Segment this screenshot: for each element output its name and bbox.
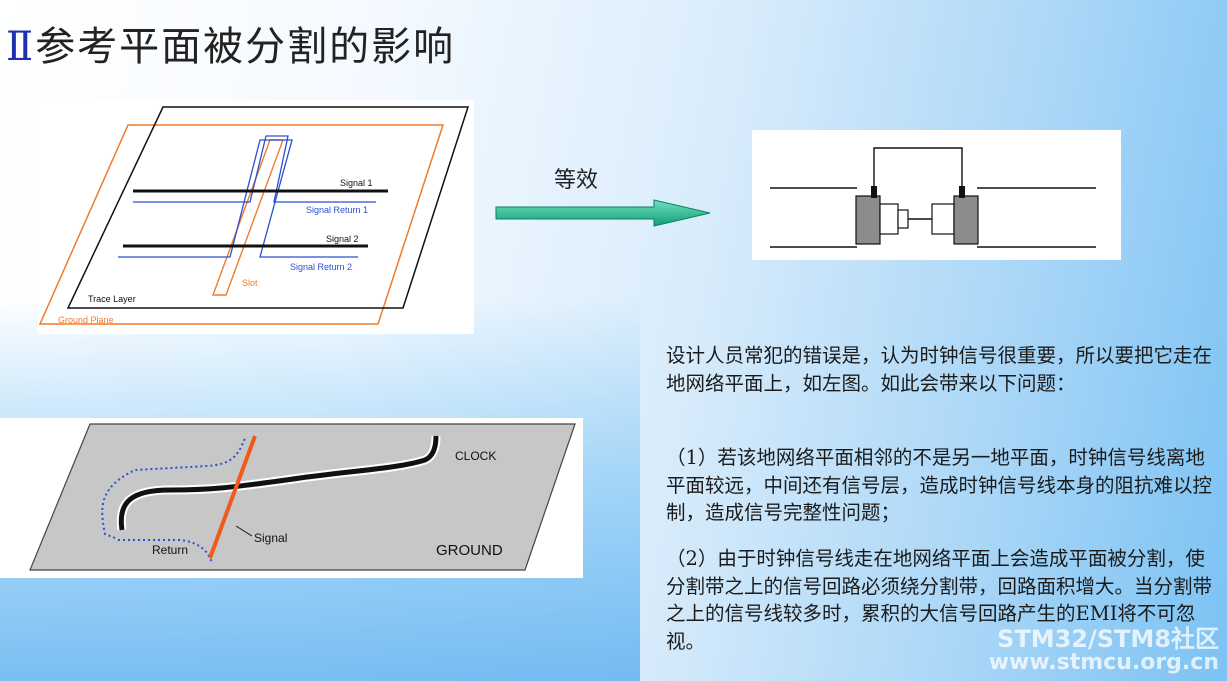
- equivalent-label: 等效: [554, 168, 599, 193]
- clock-label: CLOCK: [455, 449, 496, 463]
- equivalent-arrow: [495, 199, 711, 227]
- title-text: 参考平面被分割的影响: [35, 24, 456, 70]
- right-connector-body: [953, 195, 979, 245]
- paragraph-point1: （1）若该地网络平面相邻的不是另一地平面，时钟信号线离地平面较远，中间还有信号层…: [666, 446, 1213, 524]
- signal-return1-path: [133, 135, 376, 203]
- slot-label: Slot: [242, 278, 258, 288]
- ground-plane-shape: [29, 423, 576, 571]
- equivalent-circuit-svg: [770, 147, 1096, 248]
- paragraph-intro: 设计人员常犯的错误是，认为时钟信号很重要，所以要把它走在地网络平面上，如左图。如…: [666, 344, 1213, 395]
- paragraph-point2: （2）由于时钟信号线走在地网络平面上会造成平面被分割，使分割带之上的信号回路必须…: [666, 547, 1213, 653]
- ground-plane-outline: [38, 124, 445, 325]
- clock-ground-diagram: CLOCK Signal Return GROUND: [0, 418, 583, 578]
- signal1-label: Signal 1: [340, 178, 373, 188]
- watermark-line2: www.stmcu.org.cn: [988, 650, 1219, 675]
- signal-return1-label: Signal Return 1: [306, 205, 368, 215]
- signal-slot-line: [208, 435, 257, 559]
- bridge-wire: [873, 147, 963, 188]
- ground-label: GROUND: [436, 542, 503, 559]
- split-plane-diagram: Signal 1 Signal Return 1 Signal 2 Signal…: [38, 100, 474, 334]
- signal-return2-path: [118, 139, 358, 258]
- left-connector-body: [855, 195, 881, 245]
- watermark-line1: STM32/STM8社区: [997, 625, 1219, 653]
- page-title: Ⅱ参考平面被分割的影响: [6, 14, 455, 72]
- clock-trace: [118, 435, 439, 531]
- slot-outline: [211, 139, 285, 296]
- site-watermark: STM32/STM8社区 www.stmcu.org.cn: [989, 627, 1219, 675]
- signal2-label: Signal 2: [326, 234, 359, 244]
- signal-label: Signal: [254, 531, 287, 545]
- trace-layer-outline: [66, 106, 470, 309]
- return-path-upper: [101, 437, 246, 539]
- title-number: Ⅱ: [6, 24, 36, 70]
- ground-plane-label: Ground Plane: [58, 315, 114, 325]
- return-label: Return: [152, 543, 188, 557]
- equivalent-circuit-diagram: [752, 130, 1121, 260]
- split-plane-svg: Signal 1 Signal Return 1 Signal 2 Signal…: [38, 106, 470, 325]
- clock-ground-svg: CLOCK Signal Return GROUND: [29, 423, 576, 571]
- signal-return2-label: Signal Return 2: [290, 262, 352, 272]
- trace-layer-label: Trace Layer: [88, 294, 136, 304]
